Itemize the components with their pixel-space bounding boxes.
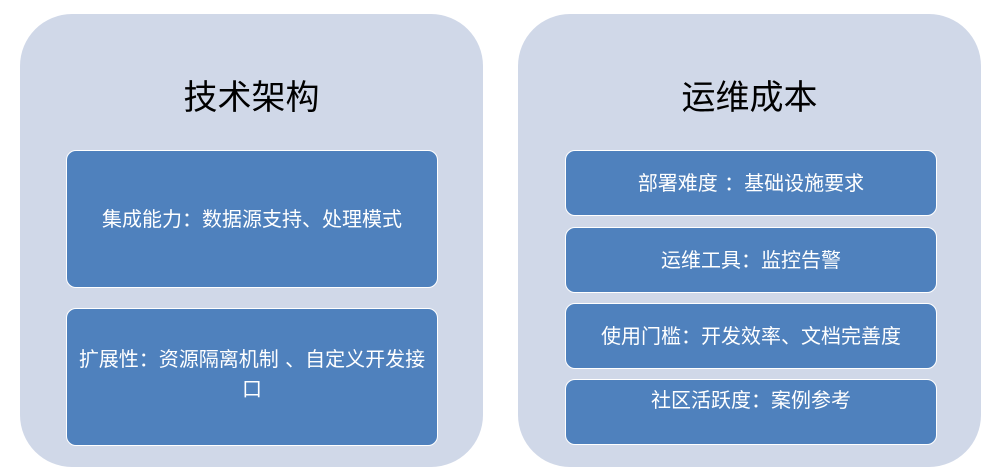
item-label: 部署难度 ：基础设施要求 bbox=[637, 171, 865, 195]
item-deployment-difficulty: 部署难度 ：基础设施要求 bbox=[565, 150, 937, 216]
item-label: 使用门槛：开发效率、文档完善度 bbox=[601, 324, 901, 348]
item-usage-threshold: 使用门槛：开发效率、文档完善度 bbox=[565, 303, 937, 369]
item-extensibility: 扩展性：资源隔离机制 、自定义开发接口 bbox=[66, 308, 438, 446]
item-integration-capability: 集成能力：数据源支持、处理模式 bbox=[66, 150, 438, 288]
item-ops-tools: 运维工具：监控告警 bbox=[565, 227, 937, 293]
item-label: 集成能力：数据源支持、处理模式 bbox=[102, 207, 402, 231]
item-label: 社区活跃度：案例参考 bbox=[651, 388, 851, 412]
item-label: 运维工具：监控告警 bbox=[661, 248, 841, 272]
item-community-activity: 社区活跃度：案例参考 bbox=[565, 379, 937, 445]
panel-title: 技术架构 bbox=[183, 78, 320, 118]
panel-technical-architecture: 技术架构 集成能力：数据源支持、处理模式 扩展性：资源隔离机制 、自定义开发接口 bbox=[20, 14, 483, 467]
panel-operations-cost: 运维成本 部署难度 ：基础设施要求 运维工具：监控告警 使用门槛：开发效率、文档… bbox=[518, 14, 981, 467]
panel-title: 运维成本 bbox=[681, 78, 818, 118]
item-label: 扩展性：资源隔离机制 、自定义开发接口 bbox=[78, 347, 426, 401]
